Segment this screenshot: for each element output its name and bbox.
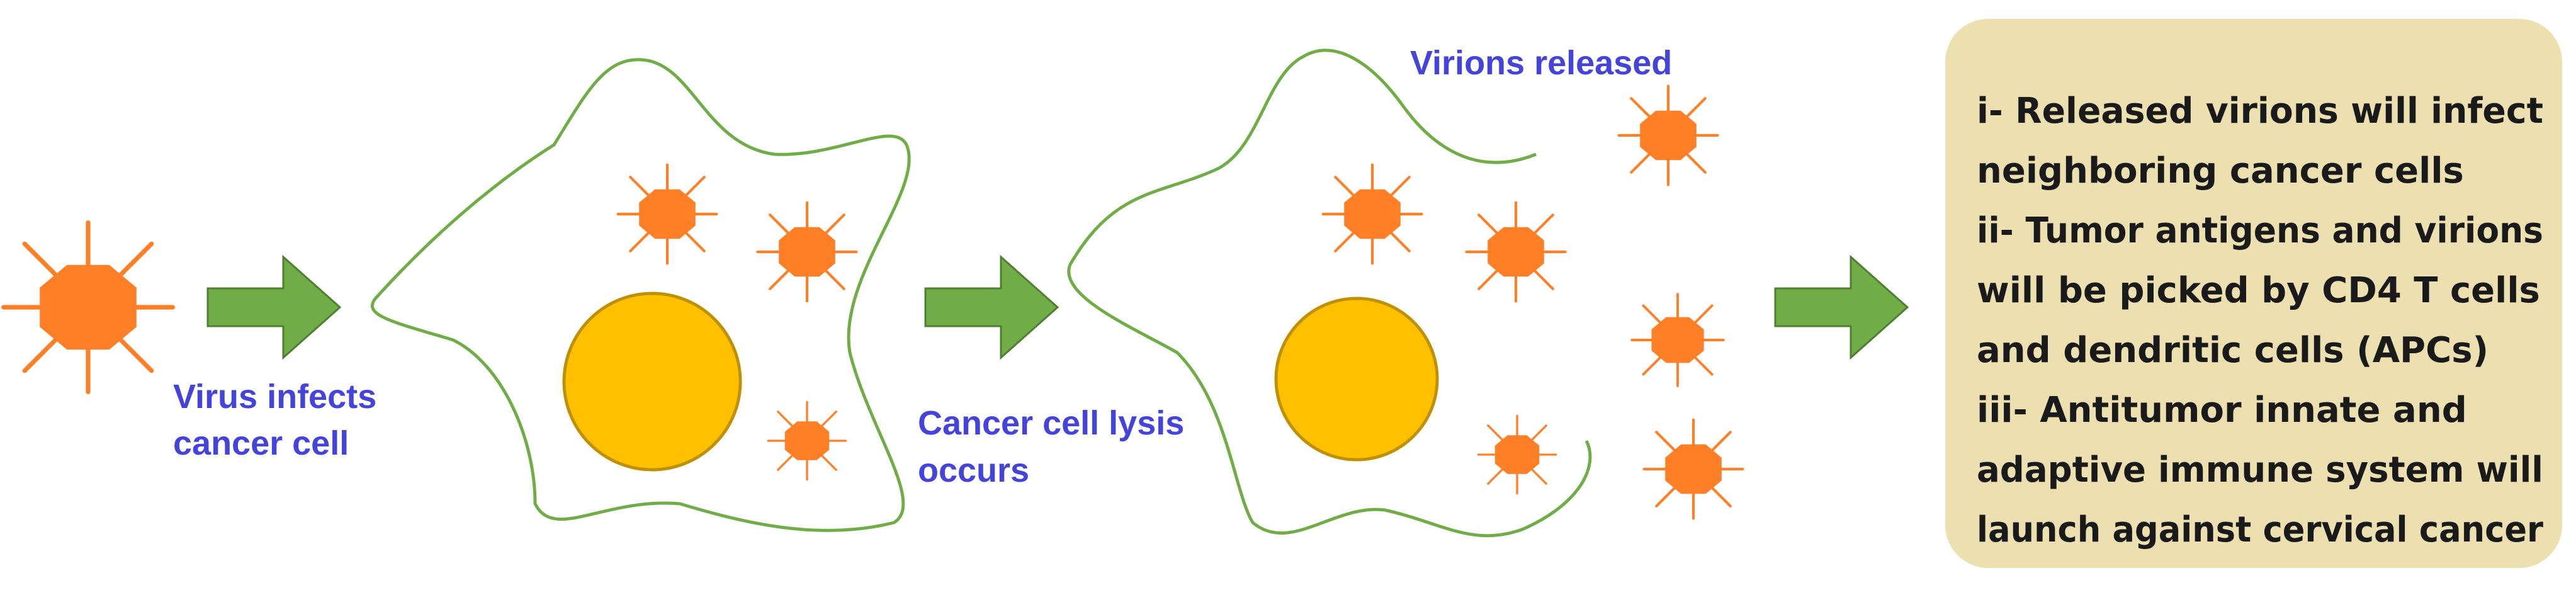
outcome-panel-line: adaptive immune system will [1977, 450, 2543, 491]
outcome-panel-line: neighboring cancer cells [1977, 150, 2464, 191]
intracellular-virus-icon [1323, 165, 1422, 264]
lysing-cell-nucleus-icon [1274, 297, 1439, 462]
lysis-label-line2: occurs [918, 451, 1029, 489]
outcome-panel-line: will be picked by CD4 T cells [1977, 270, 2540, 311]
outcome-panel [1945, 19, 2562, 568]
outcome-panel-line: ii- Tumor antigens and virions [1977, 210, 2543, 251]
outcome-panel-line: and dendritic cells (APCs) [1977, 330, 2488, 371]
lysis-arrow-icon [924, 256, 1059, 359]
released-virion-icon [1644, 420, 1743, 519]
infected-cell-membrane [370, 58, 911, 532]
virions-released-label: Virions released [1410, 44, 1672, 82]
intracellular-virus-icon [758, 203, 857, 302]
released-virion-icon [1619, 86, 1718, 185]
outcome-panel-text: i- Released virions will infect neighbori… [1977, 91, 2543, 550]
intracellular-virus-icon [1477, 414, 1557, 495]
outcome-panel-line: launch against cervical cancer [1977, 509, 2543, 550]
release-arrow-icon [1774, 256, 1909, 359]
intracellular-virus-icon [767, 400, 847, 481]
free-virus-icon [4, 223, 173, 392]
virus-infects-label-line1: Virus infects [173, 378, 376, 416]
infection-arrow-icon [206, 256, 341, 359]
virus-infects-label-line2: cancer cell [173, 424, 349, 462]
outcome-panel-line: iii- Antitumor innate and [1977, 390, 2467, 431]
lysing-cell-membrane [1067, 48, 1592, 538]
intracellular-virus-icon [1467, 203, 1566, 302]
lysis-label-line1: Cancer cell lysis [918, 404, 1184, 442]
outcome-panel-line: i- Released virions will infect [1977, 91, 2543, 132]
released-virion-icon [1630, 293, 1725, 387]
infected-cell-nucleus-icon [562, 292, 742, 472]
intracellular-virus-icon [618, 165, 717, 264]
